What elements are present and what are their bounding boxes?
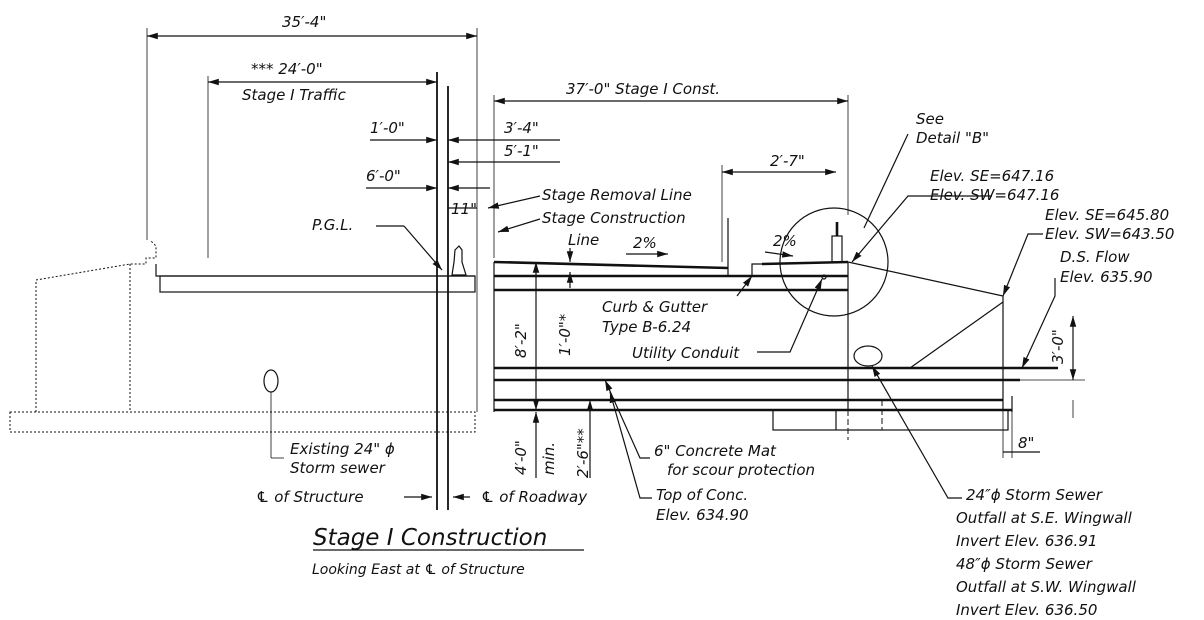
dim-3-0: 3′-0": [1049, 329, 1067, 364]
pgl-barrier: [376, 225, 467, 276]
label-top-of-conc: Top of Conc.: [656, 486, 748, 504]
dim-1-0: 1′-0": [370, 119, 405, 137]
label-scour-protection: for scour protection: [667, 461, 815, 479]
dim-4-0: 4′-0": [512, 440, 530, 475]
label-concrete-mat: 6" Concrete Mat: [654, 442, 777, 460]
label-ds-flow: D.S. Flow: [1060, 248, 1130, 266]
label-sw-sewer: 48″ϕ Storm Sewer: [956, 555, 1093, 573]
label-detail-b: Detail "B": [916, 129, 989, 147]
label-ds-flow-elev: Elev. 635.90: [1060, 268, 1153, 286]
label-line: Line: [568, 231, 599, 249]
label-se-outfall: Outfall at S.E. Wingwall: [956, 509, 1133, 527]
label-elev-se-647: Elev. SE=647.16: [930, 167, 1054, 185]
dim-2-6-stars: 2′-6"**: [574, 428, 592, 478]
label-see: See: [916, 110, 944, 128]
leader-lines: [487, 133, 1056, 499]
label-elev-se-645: Elev. SE=645.80: [1045, 206, 1169, 224]
label-stage-removal-line: Stage Removal Line: [542, 186, 692, 204]
title-block: Stage I Construction Looking East at ℄ o…: [312, 525, 584, 578]
existing-structure: [9, 239, 476, 459]
label-elev-sw-643: Elev. SW=643.50: [1045, 225, 1174, 243]
dimension-text: 35′-4" *** 24′-0" Stage I Traffic 37′-0"…: [242, 13, 1067, 478]
drawing-subtitle: Looking East at ℄ of Structure: [312, 562, 525, 578]
dim-5-1: 5′-1": [504, 142, 539, 160]
dim-35-4: 35′-4": [282, 13, 326, 31]
label-top-of-conc-elev: Elev. 634.90: [656, 506, 749, 524]
label-sw-outfall: Outfall at S.W. Wingwall: [956, 578, 1137, 596]
label-storm-sewer: Storm sewer: [290, 459, 386, 477]
label-text: P.G.L. Stage Removal Line Stage Construc…: [256, 110, 1174, 619]
label-sw-invert: Invert Elev. 636.50: [956, 601, 1097, 619]
drawing-title: Stage I Construction: [313, 525, 547, 551]
storm-sewer-outfall-ellipse: [853, 345, 883, 367]
label-curb-gutter: Curb & Gutter: [602, 298, 708, 316]
label-slope-left: 2%: [633, 234, 657, 252]
existing-storm-sewer-ellipse: [263, 369, 279, 393]
dim-1-0-star: 1′-0"*: [556, 313, 574, 356]
dim-min: min.: [540, 442, 558, 475]
label-existing-24: Existing 24" ϕ: [290, 440, 395, 458]
dim-37-0: 37′-0" Stage I Const.: [566, 80, 720, 98]
label-se-invert: Invert Elev. 636.91: [956, 532, 1097, 550]
dim-3-4: 3′-4": [504, 119, 539, 137]
centerlines: [404, 72, 470, 510]
label-slope-right: 2%: [773, 232, 797, 250]
dim-24-0: *** 24′-0": [251, 60, 323, 78]
label-se-sewer: 24″ϕ Storm Sewer: [966, 486, 1103, 504]
dim-6-0: 6′-0": [366, 167, 401, 185]
dim-8-2: 8′-2": [512, 323, 530, 358]
label-cl-roadway: ℄ of Roadway: [481, 488, 588, 506]
label-utility-conduit: Utility Conduit: [632, 344, 740, 362]
dim-11: 11": [451, 200, 477, 218]
label-pgl: P.G.L.: [312, 216, 353, 234]
label-cl-structure: ℄ of Structure: [256, 488, 364, 506]
dim-stage-i-traffic: Stage I Traffic: [242, 86, 347, 104]
dim-8: 8": [1018, 434, 1034, 452]
label-elev-sw-647: Elev. SW=647.16: [930, 186, 1059, 204]
label-stage-construction-line: Stage Construction: [542, 209, 686, 227]
new-culvert: [493, 207, 1058, 440]
label-curb-type: Type B-6.24: [602, 318, 691, 336]
dim-2-7: 2′-7": [770, 152, 805, 170]
detail-b-circle: [779, 207, 889, 317]
